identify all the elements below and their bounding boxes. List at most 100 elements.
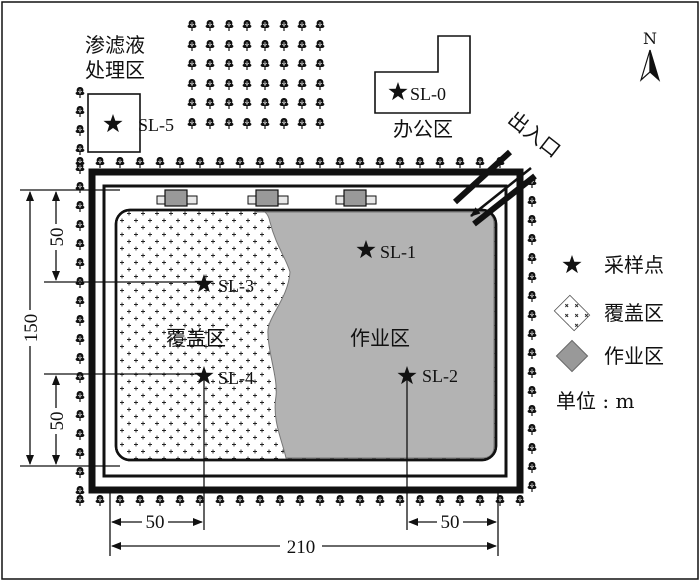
tree-icon xyxy=(75,409,85,422)
leachate-zone-label-line2: 处理区 xyxy=(85,58,145,82)
tree-icon xyxy=(527,480,537,493)
tree-icon xyxy=(315,156,325,169)
tree-icon xyxy=(455,494,465,507)
top-facilities xyxy=(156,189,377,207)
tree-icon xyxy=(260,97,270,110)
tree-icon xyxy=(297,19,307,32)
tree-icon xyxy=(527,461,537,474)
tree-icon xyxy=(527,423,537,436)
sample-label-sl4: SL-4 xyxy=(218,368,254,388)
tree-icon xyxy=(187,78,197,91)
tree-icon xyxy=(75,390,85,403)
tree-icon xyxy=(75,124,85,137)
tree-icon xyxy=(242,19,252,32)
legend-sample-point: 采样点 xyxy=(604,253,664,277)
tree-icon xyxy=(527,442,537,455)
tree-icon xyxy=(527,271,537,284)
tree-icon xyxy=(75,238,85,251)
tree-icon xyxy=(527,366,537,379)
sample-label-sl1: SL-1 xyxy=(380,242,416,262)
dim-right-offset: 50 xyxy=(441,512,460,533)
tree-icon xyxy=(495,494,505,507)
tree-icon xyxy=(260,19,270,32)
dim-total-height: 150 xyxy=(21,314,42,343)
tree-icon xyxy=(275,156,285,169)
tree-icon xyxy=(75,428,85,441)
tree-icon xyxy=(475,156,485,169)
tree-icon xyxy=(175,494,185,507)
legend-work-zone: 作业区 xyxy=(604,344,664,368)
sample-label-sl5: SL-5 xyxy=(138,115,174,135)
tree-icon xyxy=(415,156,425,169)
north-label: N xyxy=(643,29,657,48)
tree-icon xyxy=(435,156,445,169)
tree-icon xyxy=(255,156,265,169)
tree-icon xyxy=(95,494,105,507)
tree-icon xyxy=(475,494,485,507)
tree-icon xyxy=(215,156,225,169)
legend: 采样点 覆盖区 作业区 单位 : m xyxy=(553,253,664,413)
dim-left-offset: 50 xyxy=(146,512,165,533)
tree-icon xyxy=(235,494,245,507)
tree-icon xyxy=(75,200,85,213)
tree-icon xyxy=(315,78,325,91)
tree-icon xyxy=(224,78,234,91)
tree-icon xyxy=(279,78,289,91)
tree-icon xyxy=(315,58,325,71)
tree-icon xyxy=(75,466,85,479)
tree-icon xyxy=(260,78,270,91)
tree-icon xyxy=(315,19,325,32)
tree-icon xyxy=(224,97,234,110)
tree-icon xyxy=(75,333,85,346)
tree-icon xyxy=(355,494,365,507)
entrance-road: 出入口 xyxy=(452,107,565,227)
tree-icon xyxy=(315,97,325,110)
tree-icon xyxy=(135,494,145,507)
tree-icon xyxy=(395,494,405,507)
tree-icon xyxy=(75,143,85,156)
tree-icon xyxy=(260,117,270,130)
dim-50-left-bg xyxy=(142,512,168,532)
leachate-zone-label-line1: 渗滤液 xyxy=(85,33,145,57)
tree-icon xyxy=(242,39,252,52)
tree-icon xyxy=(279,19,289,32)
tree-icon xyxy=(527,347,537,360)
legend-cover-swatch xyxy=(553,294,591,332)
tree-icon xyxy=(527,404,537,417)
dim-210-bg xyxy=(280,536,322,556)
tree-icon xyxy=(527,252,537,265)
tree-icon xyxy=(297,78,307,91)
tree-icon xyxy=(260,58,270,71)
tree-icon xyxy=(75,219,85,232)
tree-icon xyxy=(242,117,252,130)
landfill-border xyxy=(114,208,498,462)
tree-icon xyxy=(195,156,205,169)
dim-150-bg xyxy=(20,310,40,346)
dim-bottom-offset: 50 xyxy=(47,412,68,431)
tree-icon xyxy=(75,295,85,308)
tree-icon xyxy=(175,156,185,169)
tree-icon xyxy=(135,156,145,169)
cover-zone-label: 覆盖区 xyxy=(166,326,226,350)
work-zone-area xyxy=(254,209,495,459)
tree-icon xyxy=(195,494,205,507)
tree-icon xyxy=(315,117,325,130)
tree-icon xyxy=(279,97,289,110)
tree-icon xyxy=(224,19,234,32)
tree-icon xyxy=(115,494,125,507)
tree-icon xyxy=(242,97,252,110)
legend-unit: 单位 : m xyxy=(556,389,634,413)
tree-icon xyxy=(187,117,197,130)
tree-icon xyxy=(260,39,270,52)
tree-icon xyxy=(75,447,85,460)
tree-icon xyxy=(297,117,307,130)
tree-icon xyxy=(279,58,289,71)
entrance-label: 出入口 xyxy=(503,107,565,163)
sample-label-sl0: SL-0 xyxy=(410,84,446,104)
dim-50-right-bg xyxy=(437,512,463,532)
dim-50-bottom-bg xyxy=(47,408,65,434)
work-zone-label: 作业区 xyxy=(350,326,410,350)
